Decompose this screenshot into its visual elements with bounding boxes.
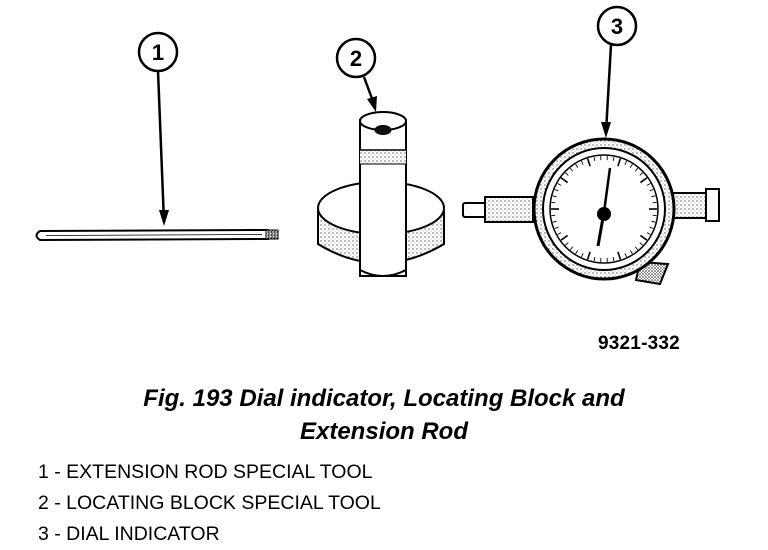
legend-list: 1 - EXTENSION ROD SPECIAL TOOL 2 - LOCAT… — [38, 457, 381, 550]
legend-item-1: 1 - EXTENSION ROD SPECIAL TOOL — [38, 457, 381, 488]
dial-tick — [551, 202, 555, 203]
figure-caption: Fig. 193 Dial indicator, Locating Block … — [0, 382, 768, 448]
callout-2: 2 — [337, 39, 377, 112]
caption-line-2: Extension Rod — [0, 415, 768, 448]
dial-indicator — [463, 139, 719, 284]
figure-reference-code: 9321-332 — [598, 333, 680, 355]
locating-block — [318, 112, 444, 276]
caption-line-1: Fig. 193 Dial indicator, Locating Block … — [0, 382, 768, 415]
callout-1-number: 1 — [152, 40, 164, 65]
callout-3-number: 3 — [611, 14, 623, 39]
dial-tick — [653, 215, 657, 216]
dial-tick — [653, 202, 657, 203]
legend-item-3: 3 - DIAL INDICATOR — [38, 519, 381, 550]
legend-item-2: 2 - LOCATING BLOCK SPECIAL TOOL — [38, 488, 381, 519]
callout-3: 3 — [598, 7, 636, 138]
callout-1: 1 — [139, 33, 177, 226]
dial-tick — [551, 215, 555, 216]
extension-rod — [37, 230, 279, 240]
callout-2-number: 2 — [350, 46, 362, 71]
